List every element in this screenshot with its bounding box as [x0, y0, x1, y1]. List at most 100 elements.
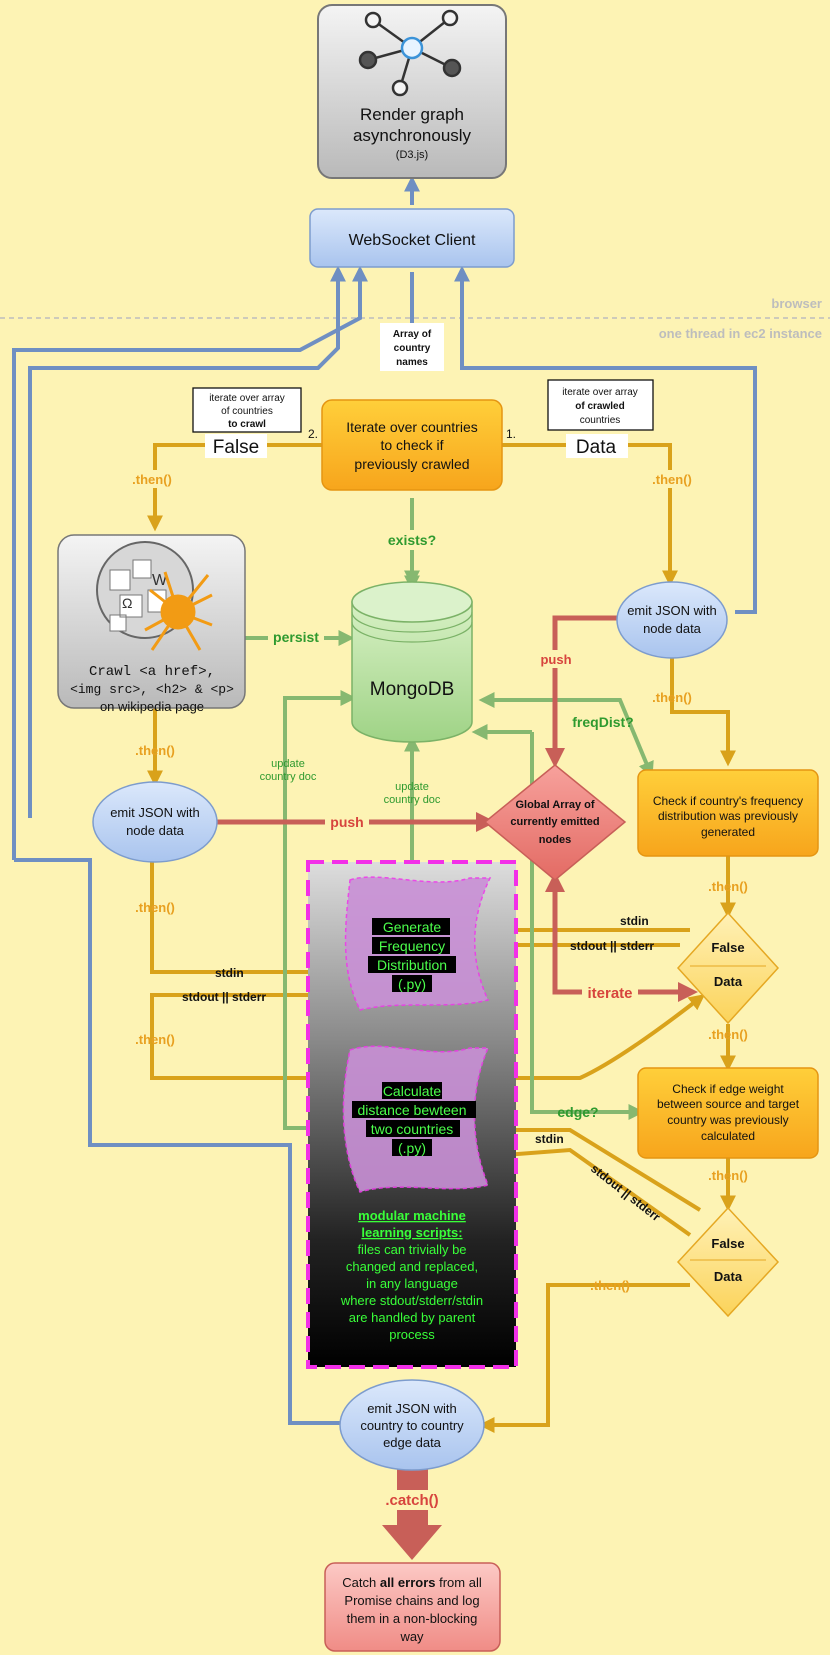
stdout-label-2: stdout || stderr: [182, 990, 266, 1004]
stdin-gen-arrow: [150, 860, 379, 980]
mongodb-label: MongoDB: [370, 679, 455, 700]
svg-text:False: False: [711, 940, 744, 955]
zone-ec2-label: one thread in ec2 instance: [659, 326, 822, 341]
then-label-3: .then(): [652, 690, 692, 705]
svg-text:edge data: edge data: [383, 1435, 442, 1450]
graph-network-icon: [358, 9, 462, 97]
data-branch-label: Data: [576, 437, 617, 458]
freqdist-label: freqDist?: [572, 714, 633, 730]
websocket-label: WebSocket Client: [349, 232, 476, 249]
iterate-label: iterate: [587, 985, 632, 1002]
update-doc-left-l1: update: [271, 758, 305, 770]
data-branch-arrow: [502, 443, 678, 587]
svg-text:where stdout/stderr/stdin: where stdout/stderr/stdin: [340, 1293, 483, 1308]
then-label-2: .then(): [652, 472, 692, 487]
stdout-gen-arrow: [150, 993, 706, 1080]
svg-text:Array of: Array of: [393, 329, 432, 340]
iterate-countries-box: Iterate over countries to check if previ…: [321, 399, 503, 491]
edge-decision-diamond: False Data: [676, 1206, 780, 1318]
svg-text:learning scripts:: learning scripts:: [361, 1225, 462, 1240]
then-labels: .then() .then() .then() .then() .then() …: [122, 470, 748, 1293]
svg-text:distance bewteen: distance bewteen: [358, 1102, 467, 1118]
crawl-line3: on wikipedia page: [100, 699, 204, 714]
update-doc-center-l2: country doc: [384, 794, 441, 806]
svg-text:previously crawled: previously crawled: [354, 456, 469, 472]
svg-text:currently emitted: currently emitted: [510, 816, 599, 828]
svg-text:are handled by parent: are handled by parent: [349, 1310, 476, 1325]
svg-text:nodes: nodes: [539, 834, 571, 846]
diamond2-stdin-arrow: [493, 1122, 702, 1212]
svg-text:iterate over array: iterate over array: [562, 387, 638, 398]
then-label-10: .then(): [590, 1278, 630, 1293]
modular-scripts-caption: modular machine learning scripts: files …: [340, 1208, 483, 1342]
render-subtitle: (D3.js): [396, 149, 428, 161]
emit-node-data-right: emit JSON with node data: [616, 581, 728, 659]
svg-text:modular machine: modular machine: [358, 1208, 466, 1223]
persist-label: persist: [273, 629, 319, 645]
svg-text:them in a non-blocking: them in a non-blocking: [347, 1611, 478, 1626]
edge-label: edge?: [557, 1104, 598, 1120]
svg-text:two countries: two countries: [371, 1121, 453, 1137]
emit-node-data-left: emit JSON with node data: [92, 781, 218, 863]
check-edge-box: Check if edge weight between source and …: [637, 1067, 819, 1159]
then-label-6: .then(): [135, 900, 175, 915]
zone-browser-label: browser: [771, 296, 822, 311]
svg-text:way: way: [399, 1629, 424, 1644]
crawl-line1: Crawl <a href>,: [89, 664, 215, 680]
svg-text:country was previously: country was previously: [667, 1113, 788, 1127]
catch-errors-box: Catch all errors from all Promise chains…: [324, 1562, 501, 1652]
then-label-8: .then(): [708, 1027, 748, 1042]
svg-text:(.py): (.py): [398, 976, 426, 992]
step-two-label: 2.: [308, 427, 318, 441]
false-branch-label: False: [213, 437, 259, 458]
svg-text:Generate: Generate: [383, 919, 442, 935]
generate-frequency-script: Generate Frequency Distribution (.py): [344, 876, 492, 1011]
svg-text:of crawled: of crawled: [575, 401, 624, 412]
then-label-9: .then(): [708, 1168, 748, 1183]
svg-text:Data: Data: [714, 1269, 743, 1284]
svg-text:emit JSON with: emit JSON with: [367, 1401, 457, 1416]
svg-text:process: process: [389, 1327, 435, 1342]
crawl-line2: <img src>, <h2> & <p>: [70, 682, 234, 697]
catch-label: .catch(): [385, 1492, 438, 1509]
stdin-label-2: stdin: [215, 966, 244, 980]
freqdist-arrow: [478, 692, 654, 778]
svg-text:(.py): (.py): [398, 1140, 426, 1156]
diamond2-to-emit-edge-arrow: [478, 1283, 690, 1433]
stdout-label-1: stdout || stderr: [570, 939, 654, 953]
update-doc-left-l2: country doc: [260, 771, 317, 783]
svg-text:files can trivially be: files can trivially be: [357, 1242, 466, 1257]
push-label-left: push: [330, 814, 363, 830]
svg-text:between source and target: between source and target: [657, 1097, 800, 1111]
then-label-7: .then(): [135, 1032, 175, 1047]
outer-left-to-ws-arrow: [12, 265, 368, 860]
svg-text:countries: countries: [580, 415, 621, 426]
svg-text:Global Array of: Global Array of: [515, 799, 594, 811]
false-label-bg: [205, 434, 267, 458]
iterate-arrow: [545, 872, 698, 1002]
render-title-line1: Render graph: [360, 105, 464, 124]
svg-text:Catch all errors from all: Catch all errors from all: [342, 1575, 482, 1590]
svg-text:calculated: calculated: [701, 1129, 755, 1143]
stdout-label-3: stdout || stderr: [588, 1161, 663, 1224]
svg-text:W: W: [152, 572, 168, 589]
svg-text:Calculate: Calculate: [383, 1083, 442, 1099]
svg-text:Distribution: Distribution: [377, 957, 447, 973]
emit-edge-to-ws-line: [14, 858, 348, 1425]
stdin-label-3: stdin: [535, 1132, 564, 1146]
emit-node-right-to-ws-arrow: [454, 265, 757, 614]
svg-text:of countries: of countries: [221, 406, 273, 417]
emit-node-left-to-ws-arrow: [28, 265, 346, 818]
svg-text:to crawl: to crawl: [228, 419, 266, 430]
blue-connectors: [12, 175, 757, 1425]
svg-text:Promise chains and log: Promise chains and log: [344, 1593, 479, 1608]
spider-icon: [144, 571, 213, 651]
crawl-wikipedia-box: Ω W Crawl <a href>, <img src>, <h2> & <p…: [57, 534, 246, 714]
array-names-note: Array of country names: [380, 323, 444, 371]
svg-text:names: names: [396, 357, 428, 368]
then-label-4: .then(): [135, 743, 175, 758]
svg-text:node data: node data: [643, 621, 702, 636]
svg-text:distribution was previously: distribution was previously: [658, 809, 798, 823]
svg-text:Iterate over countries: Iterate over countries: [346, 419, 478, 435]
